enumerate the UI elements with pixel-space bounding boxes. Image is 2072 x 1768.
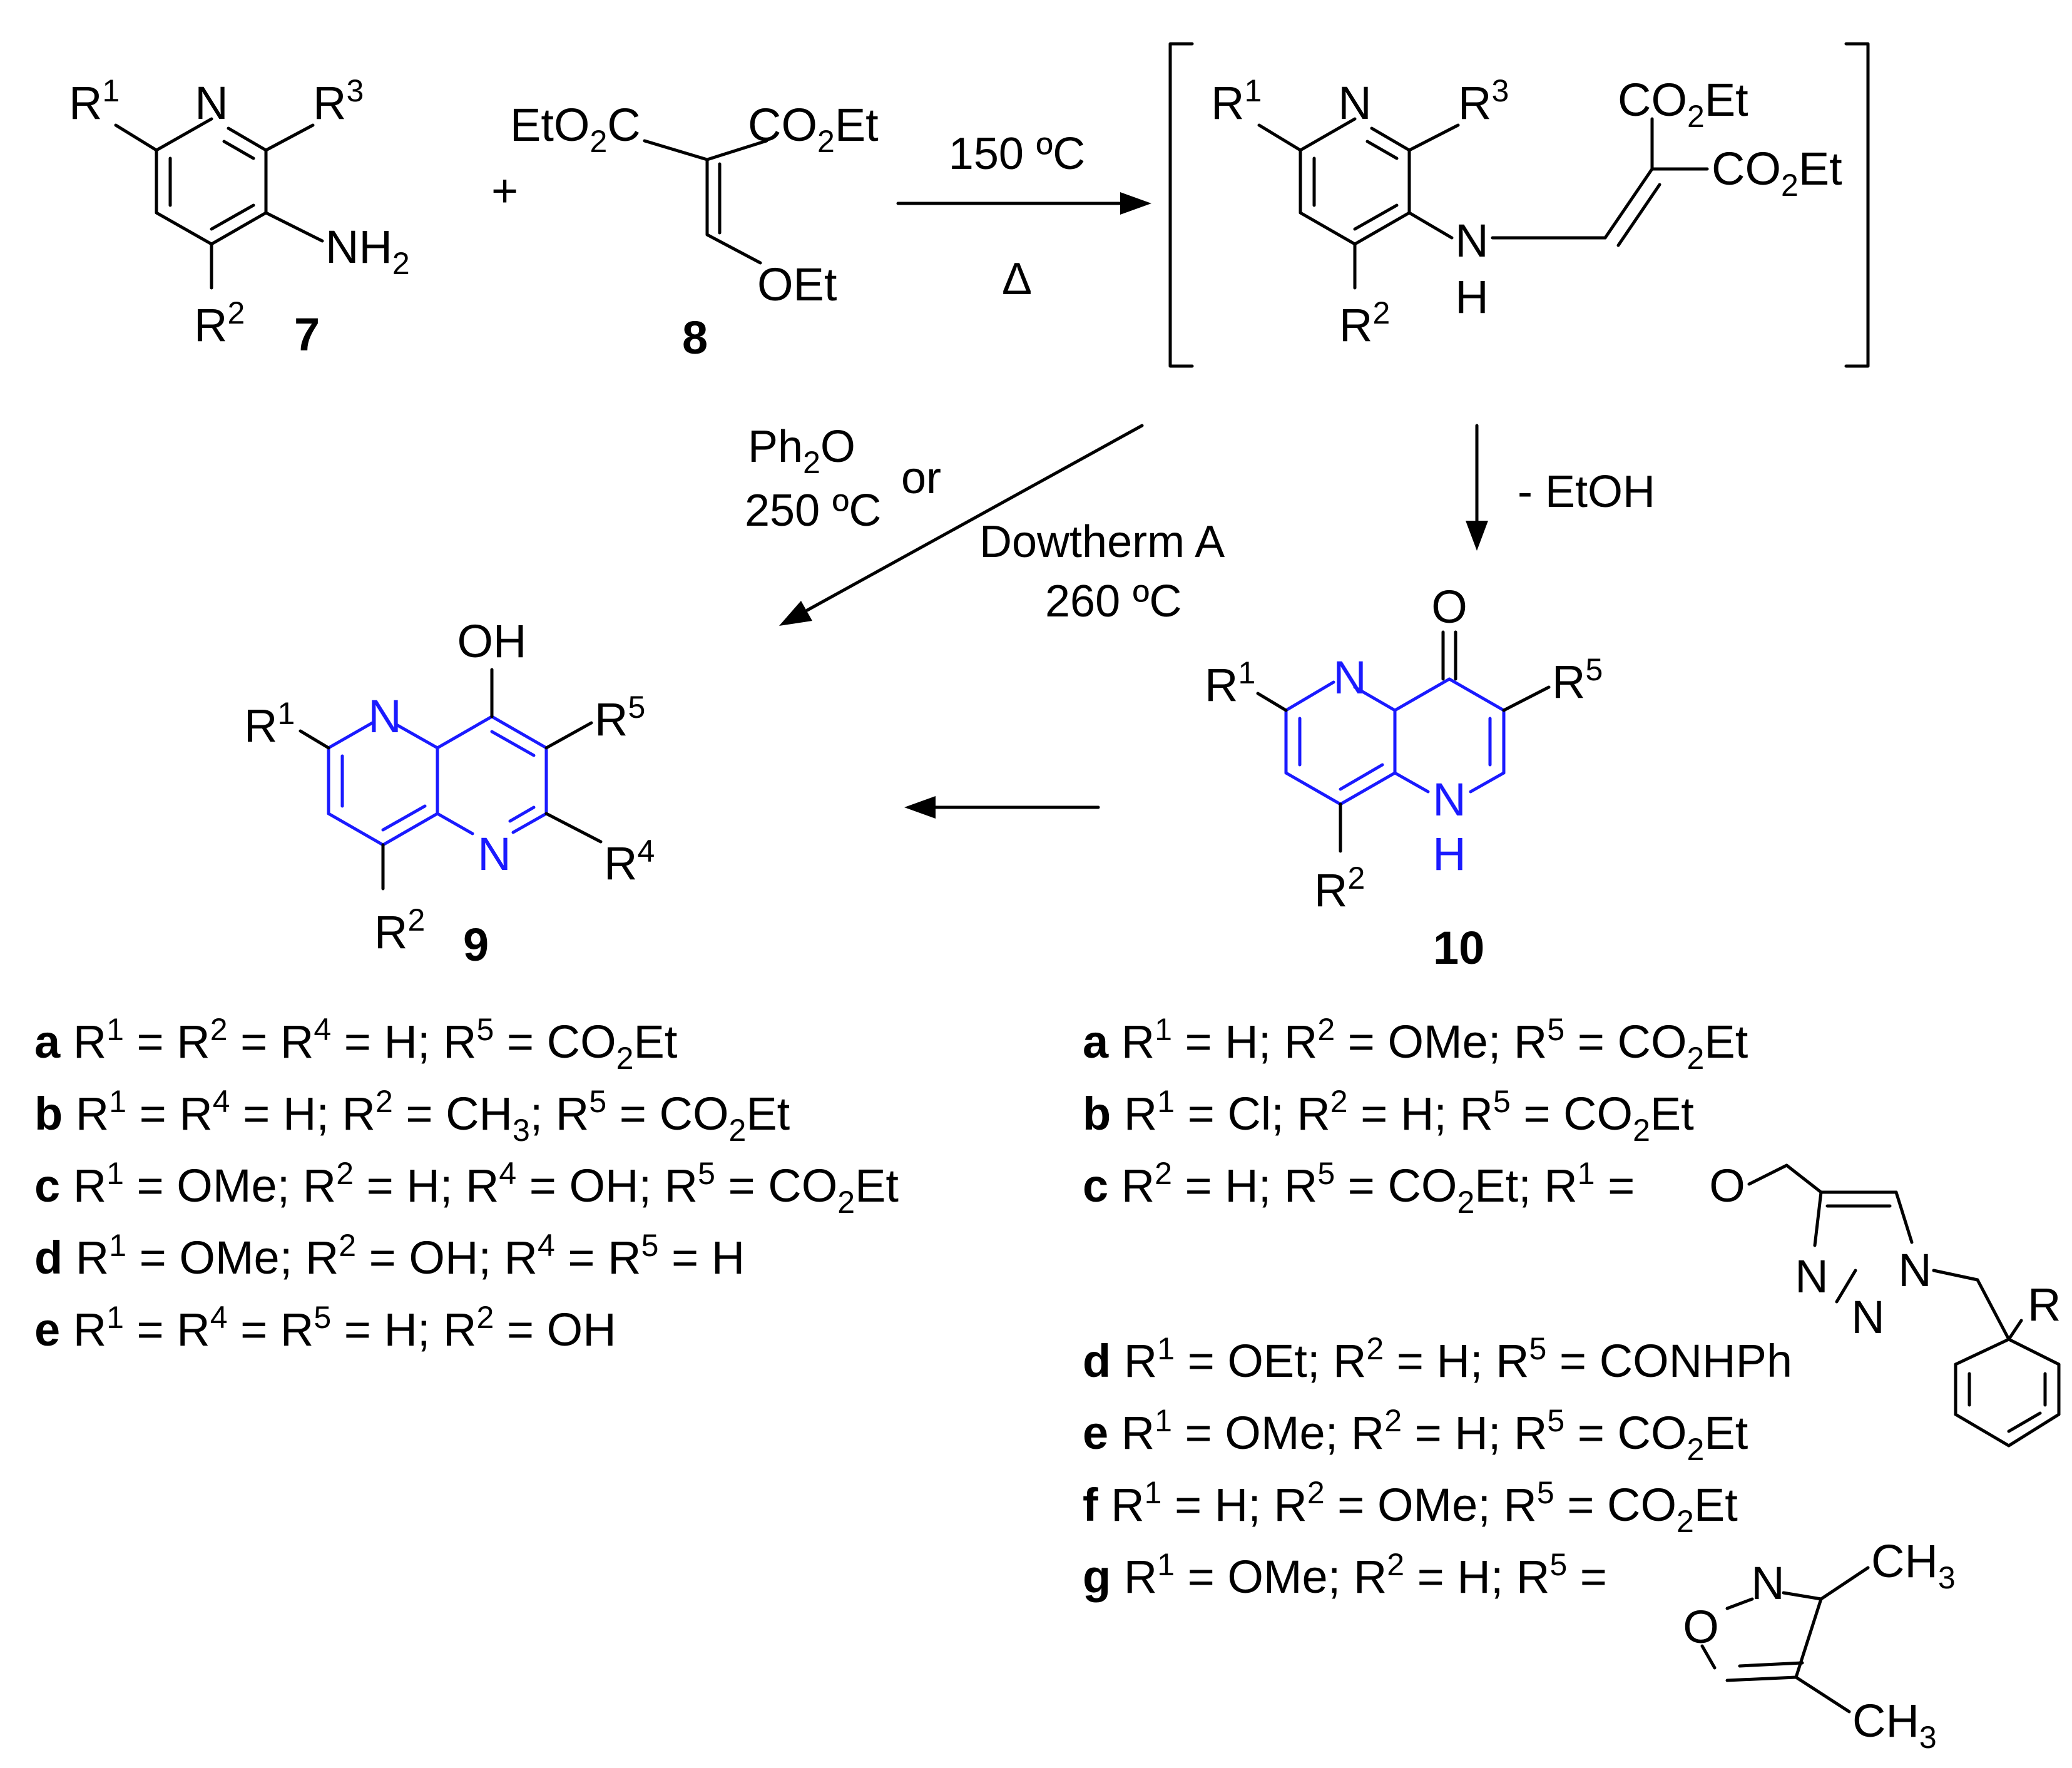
r5-label: R5 <box>1552 652 1603 708</box>
compound-number: 7 <box>294 309 320 360</box>
r1-label: R1 <box>1205 655 1255 711</box>
ring-nitrogen-label: N <box>1338 77 1371 129</box>
r2-label: R2 <box>374 902 425 958</box>
ring-nitrogen-bottom-label: N <box>477 828 511 880</box>
ester-left-label: EtO2C <box>510 99 641 159</box>
ester-right-label: CO2Et <box>748 99 879 159</box>
arrow-step-3: Ph2O 250 ºC or Dowtherm A 260 ºC <box>745 422 1225 626</box>
r2-label: R2 <box>1314 861 1365 916</box>
methyl-bottom-label: CH3 <box>1852 1695 1937 1755</box>
compound-10: N N H O R1 R5 R2 10 <box>1205 581 1603 974</box>
ring-nitrogen-label: N <box>1333 652 1366 703</box>
list-item: f R1 = H; R2 = OMe; R5 = CO2Et <box>1083 1475 1738 1539</box>
compound-10-ring-bonds <box>1284 677 1506 806</box>
substituent-list-9: a R1 = R2 = R4 = H; R5 = CO2Et b R1 = R4… <box>34 1012 899 1356</box>
condition-elimination: - EtOH <box>1518 467 1655 517</box>
list-item: g R1 = OMe; R2 = H; R5 = <box>1083 1547 1607 1603</box>
nh-hydrogen-label: H <box>1455 271 1488 323</box>
r5-label: R5 <box>595 690 645 745</box>
ester-top-label: CO2Et <box>1618 74 1748 134</box>
list-item: b R1 = Cl; R2 = H; R5 = CO2Et <box>1083 1084 1694 1148</box>
aryl-r-label: R <box>2028 1279 2061 1331</box>
carbonyl-oxygen-label: O <box>1431 581 1467 633</box>
isoxazole-o-label: O <box>1683 1601 1719 1653</box>
condition-solvent-1: Ph2O <box>748 422 855 480</box>
substituent-list-10: a R1 = H; R2 = OMe; R5 = CO2Et b R1 = Cl… <box>1083 1012 2061 1755</box>
compound-9: N N OH R1 R5 R4 R2 9 <box>244 615 655 971</box>
nh-nitrogen-label: N <box>1455 215 1488 267</box>
compound-9-ring-bonds <box>327 715 548 847</box>
r2-label: R2 <box>1339 295 1390 351</box>
intermediate-enamine: N R1 R3 R2 N H CO2Et CO2Et <box>1168 42 1870 368</box>
condition-or: or <box>901 453 941 503</box>
compound-7-ring-bonds <box>114 117 324 290</box>
arrow-step-1: 150 ºC Δ <box>896 129 1151 304</box>
ethoxy-label: OEt <box>757 258 837 310</box>
condition-temperature-1: 250 ºC <box>745 486 881 536</box>
ether-oxygen-label: O <box>1709 1160 1745 1212</box>
list-item: d R1 = OMe; R2 = OH; R4 = R5 = H <box>34 1228 745 1284</box>
r1-label: R1 <box>1211 73 1262 129</box>
condition-temperature-2: 260 ºC <box>1045 576 1181 626</box>
triazole-substituent: O N N N R <box>1709 1160 2061 1448</box>
methyl-top-label: CH3 <box>1871 1535 1956 1595</box>
ring-nitrogen-label: N <box>195 77 228 129</box>
r1-label: R1 <box>69 73 120 129</box>
nh-nitrogen-label: N <box>1432 774 1466 825</box>
r3-label: R3 <box>313 73 364 129</box>
r2-label: R2 <box>194 295 245 351</box>
plus-sign: + <box>491 165 518 217</box>
list-item: c R1 = OMe; R2 = H; R4 = OH; R5 = CO2Et <box>34 1156 899 1220</box>
triazole-n3-label: N <box>1898 1244 1931 1296</box>
r4-label: R4 <box>604 834 655 889</box>
amino-label: NH2 <box>325 221 410 281</box>
hydroxy-label: OH <box>457 615 527 667</box>
list-item: e R1 = OMe; R2 = H; R5 = CO2Et <box>1083 1403 1748 1467</box>
list-item: a R1 = R2 = R4 = H; R5 = CO2Et <box>34 1012 678 1076</box>
isoxazole-n-label: N <box>1751 1557 1784 1609</box>
r3-label: R3 <box>1458 73 1509 129</box>
compound-8: EtO2C CO2Et OEt 8 <box>510 99 879 364</box>
isoxazole-substituent: N O CH3 CH3 <box>1683 1535 1955 1755</box>
compound-number: 10 <box>1433 922 1484 974</box>
ester-right-label: CO2Et <box>1712 143 1842 203</box>
triazole-n2-label: N <box>1851 1291 1884 1343</box>
nh-hydrogen-label: H <box>1432 828 1466 880</box>
compound-number: 9 <box>463 919 489 971</box>
list-item: d R1 = OEt; R2 = H; R5 = CONHPh <box>1083 1331 1792 1387</box>
list-item: b R1 = R4 = H; R2 = CH3; R5 = CO2Et <box>34 1084 790 1148</box>
triazole-n1-label: N <box>1795 1250 1828 1302</box>
compound-7: N R1 R3 NH2 R2 7 <box>69 73 410 360</box>
condition-temperature: 150 ºC <box>949 129 1085 179</box>
compound-number: 8 <box>682 312 708 364</box>
arrow-step-4 <box>904 796 1100 819</box>
r1-label: R1 <box>244 696 295 752</box>
arrow-step-2: - EtOH <box>1466 424 1655 551</box>
list-item: e R1 = R4 = R5 = H; R2 = OH <box>34 1300 616 1356</box>
condition-solvent-2: Dowtherm A <box>979 517 1225 567</box>
condition-heat: Δ <box>1002 254 1032 304</box>
list-item: a R1 = H; R2 = OMe; R5 = CO2Et <box>1083 1012 1748 1076</box>
list-item: c R2 = H; R5 = CO2Et; R1 = <box>1083 1156 1635 1220</box>
ring-nitrogen-top-label: N <box>368 690 401 742</box>
